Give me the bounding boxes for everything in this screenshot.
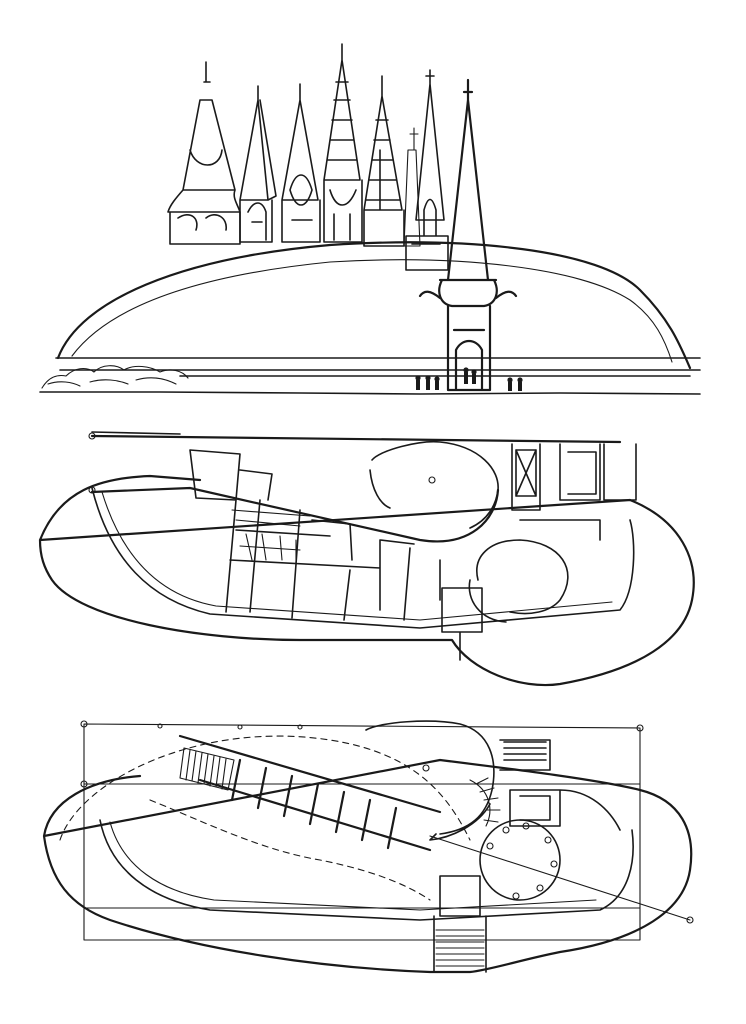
- plan-lower-entry-steps: [435, 929, 485, 967]
- mound-base-line: [55, 357, 701, 377]
- spire-4: [323, 43, 363, 243]
- spire-6: [405, 69, 449, 271]
- plan-lower-court-columns: [486, 822, 558, 900]
- mound-outline: [56, 241, 692, 370]
- plan-upper-rotunda-center: [428, 476, 436, 484]
- plan-upper-outer-shell: [38, 474, 695, 687]
- elevation-drawing: [39, 43, 701, 395]
- plan-upper-top-rail: [91, 431, 181, 435]
- lower-site-plan: [42, 720, 694, 974]
- plan-lower-rotunda-center: [422, 764, 430, 772]
- plan-lower-inner-shell: [99, 819, 634, 921]
- plan-lower-entry: [433, 875, 487, 973]
- shrubs: [41, 365, 189, 389]
- plan-upper-entry: [441, 587, 483, 661]
- plan-lower-landscape-dash: [59, 735, 471, 901]
- plan-lower-frame: [83, 723, 641, 941]
- spire-3: [281, 83, 321, 243]
- human-figures: [415, 367, 523, 391]
- entrance-spire: [418, 78, 518, 392]
- plan-upper-east-rooms: [511, 443, 637, 541]
- plan-lower-inner-shell-2: [109, 821, 597, 911]
- plan-upper-corridor-curve: [468, 539, 569, 623]
- plan-upper-cells: [231, 509, 311, 567]
- spire-5: [363, 75, 405, 247]
- upper-floor-plan: [38, 431, 695, 687]
- mound-inner-line: [71, 259, 673, 363]
- plan-lower-round-court: [479, 819, 561, 901]
- plan-lower-gallery: [178, 734, 442, 852]
- plan-lower-stair-curve: [469, 777, 501, 827]
- ground-line: [39, 391, 701, 395]
- plan-upper-rotunda: [369, 440, 499, 529]
- plan-lower-east-block: [499, 739, 621, 831]
- plan-lower-stair-hatch: [179, 747, 235, 791]
- plan-lower-axis-end: [686, 916, 694, 924]
- plan-upper-inner-shell: [91, 487, 635, 629]
- plan-upper-top-wall: [90, 434, 622, 543]
- spire-2: [239, 85, 277, 243]
- plan-upper-node-2: [88, 486, 96, 494]
- small-tower: [403, 127, 421, 247]
- plan-lower-rotunda: [365, 720, 495, 841]
- plan-lower-frame-nodes: [80, 720, 644, 788]
- plan-upper-node: [88, 432, 96, 440]
- plan-upper-inner-shell-2: [101, 491, 613, 621]
- spire-1: [167, 61, 241, 245]
- plan-lower-outer-shell: [42, 758, 693, 974]
- plan-lower-axis-line: [429, 835, 691, 921]
